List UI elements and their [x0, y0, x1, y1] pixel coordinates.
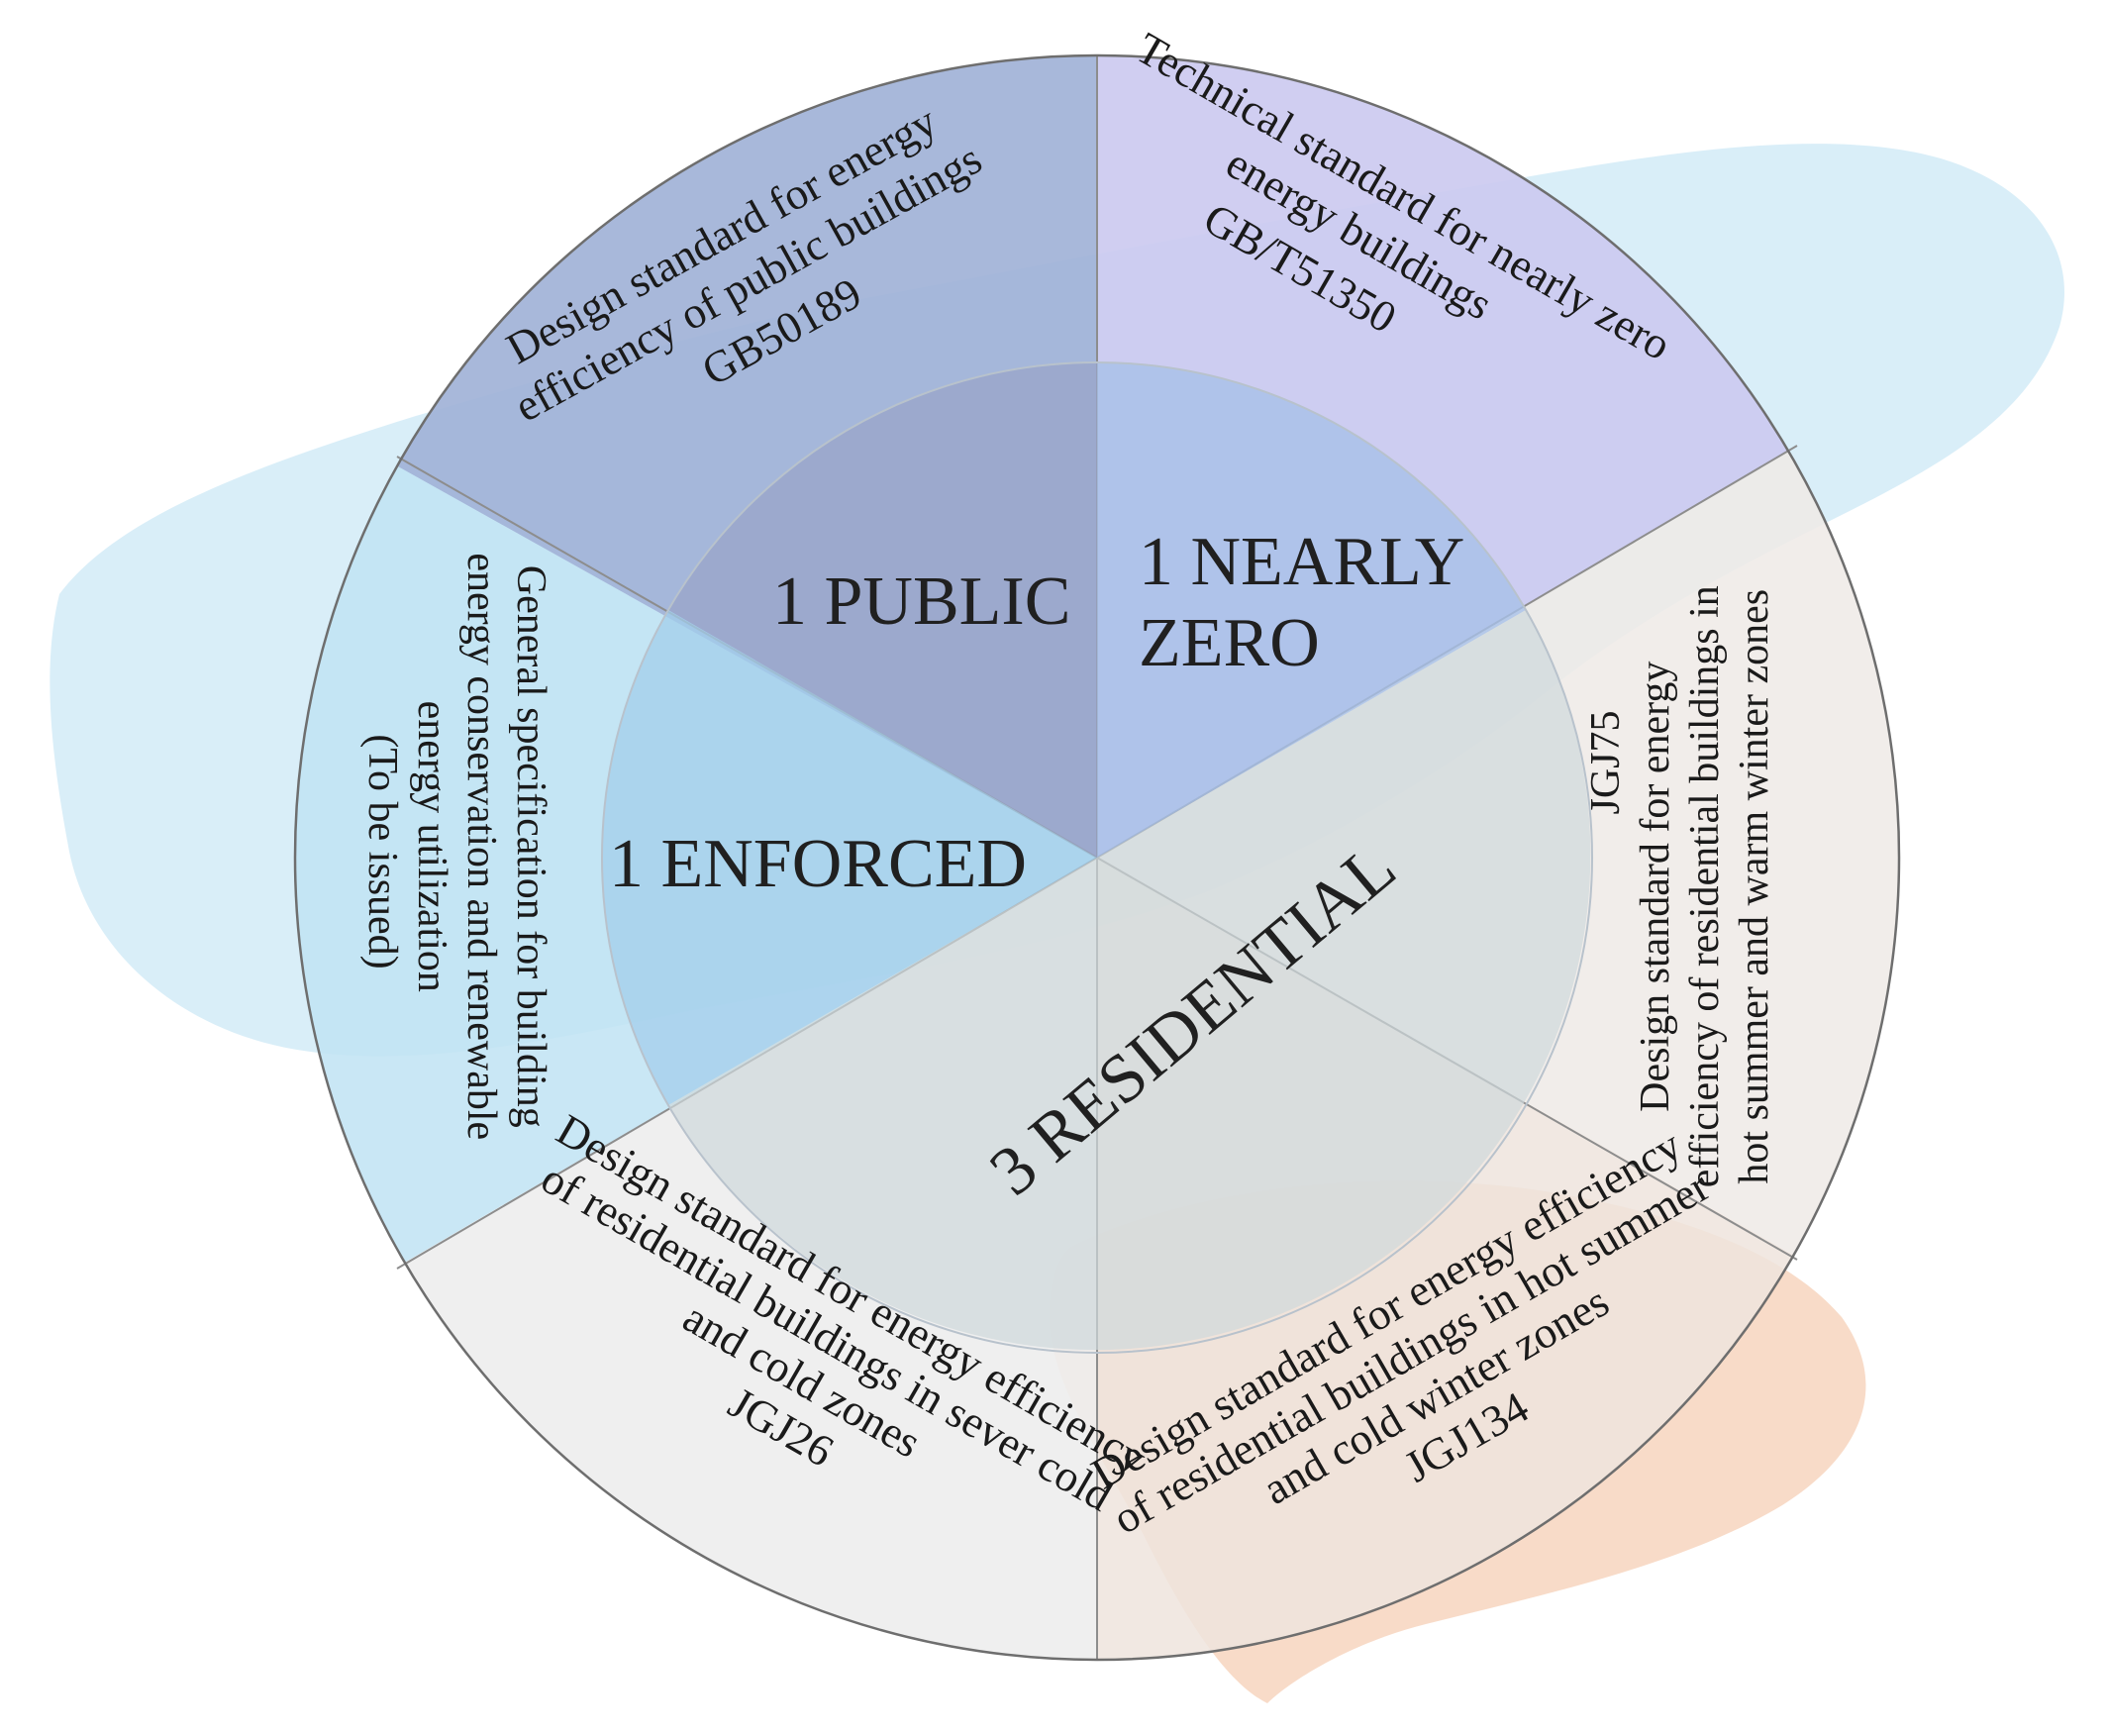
category-public: 1 PUBLIC: [772, 563, 1070, 640]
category-nearly-zero-line-2: ZERO: [1139, 605, 1320, 681]
hsww-code: JGJ75: [1583, 710, 1629, 814]
inner-segment-enforced[interactable]: [602, 610, 1097, 1105]
segment-enforced[interactable]: [0, 297, 1097, 1268]
svg-text:General specification for buil: General specification for building energ…: [359, 553, 553, 1150]
hsww-line-3: hot summer and warm winter zones: [1732, 589, 1777, 1184]
inner-circle-outline: [601, 361, 1593, 1354]
category-enforced: 1 ENFORCED: [609, 826, 1027, 902]
hsww-line-2: efficiency of residential buildings in: [1682, 585, 1728, 1187]
inner-segment-nearly-zero[interactable]: [1097, 362, 1526, 858]
inner-segment-public[interactable]: [668, 362, 1097, 858]
inner-segment-residential[interactable]: [668, 610, 1591, 1351]
enforced-line-3: energy utilization: [409, 701, 454, 992]
outer-circle-outline: [293, 53, 1901, 1662]
enforced-line-2: energy conservation and renewable: [458, 553, 504, 1140]
enforced-line-1: General specification for building: [508, 565, 553, 1128]
label-hot-summer-warm-winter-standard: Design standard for energy efficiency of…: [1583, 575, 1777, 1188]
svg-text:Design standard for energy: Design standard for energy efficiency of…: [1583, 575, 1777, 1188]
label-enforced-standard: General specification for building energ…: [359, 553, 553, 1150]
hsww-line-1: Design standard for energy: [1633, 662, 1678, 1112]
inner-circle: [601, 361, 1593, 1354]
enforced-line-4: (To be issued): [359, 734, 405, 969]
category-nearly-zero-line-1: 1 NEARLY: [1139, 524, 1464, 600]
